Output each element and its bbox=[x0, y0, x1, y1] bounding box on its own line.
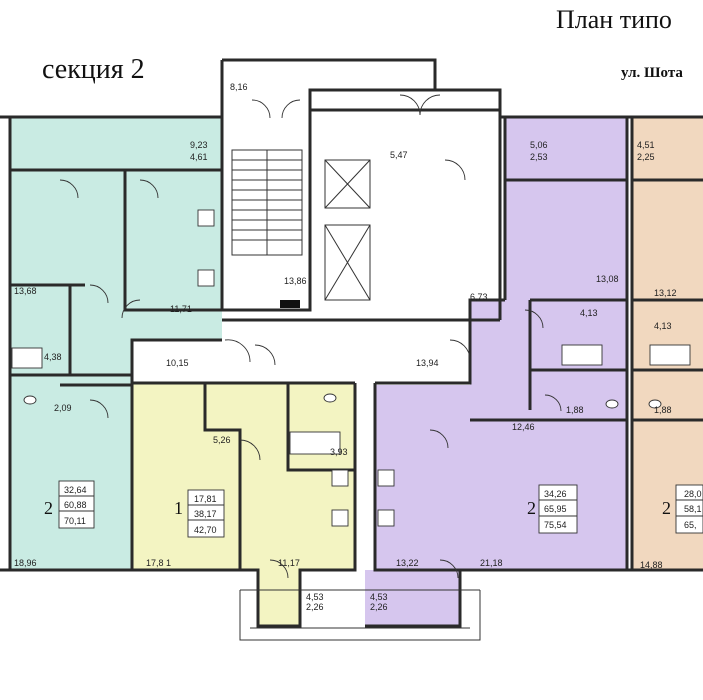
living-area: 17,81 bbox=[194, 494, 217, 504]
area-excl-balcony: 58,1 bbox=[684, 504, 702, 514]
area-label: 1,88 bbox=[654, 405, 672, 415]
apartment-yellow-summary: 1 17,81 38,17 42,70 bbox=[174, 489, 225, 538]
room-count: 2 bbox=[527, 498, 536, 518]
area-label: 13,68 bbox=[14, 286, 37, 296]
toilet-3 bbox=[605, 399, 619, 409]
bathtub-yellow bbox=[289, 431, 341, 455]
stairs bbox=[232, 150, 302, 255]
area-label: 4,38 bbox=[44, 352, 62, 362]
area-excl-balcony: 60,88 bbox=[64, 500, 87, 510]
walls bbox=[0, 58, 703, 641]
sink-yellow bbox=[331, 469, 349, 487]
room-count: 1 bbox=[174, 498, 183, 518]
core-wall bbox=[220, 60, 502, 320]
yellow-interior-walls bbox=[130, 383, 357, 628]
area-label: 10,15 bbox=[166, 358, 189, 368]
area-label: 18,96 bbox=[14, 558, 37, 568]
area-label: 2,25 bbox=[637, 152, 655, 162]
room-count: 2 bbox=[44, 498, 53, 518]
area-excl-balcony: 38,17 bbox=[194, 509, 217, 519]
total-area: 65, bbox=[684, 520, 697, 530]
stove-teal bbox=[197, 209, 215, 227]
elevator-2 bbox=[324, 224, 371, 301]
area-label: 13,12 bbox=[654, 288, 677, 298]
summary-box bbox=[675, 484, 703, 534]
area-label: 2,09 bbox=[54, 403, 72, 413]
stove-yellow bbox=[331, 509, 349, 527]
stove-purple bbox=[377, 509, 395, 527]
area-label: 4,13 bbox=[580, 308, 598, 318]
area-label: 2,26 bbox=[306, 602, 324, 612]
fixtures bbox=[11, 209, 691, 527]
area-label: 13,22 bbox=[396, 558, 419, 568]
summary-box bbox=[187, 489, 225, 538]
area-label: 14,88 bbox=[640, 560, 663, 570]
apartment-orange-summary: 2 28,0 58,1 65, bbox=[662, 484, 703, 534]
living-area: 34,26 bbox=[544, 489, 567, 499]
toilet-4 bbox=[648, 399, 662, 409]
area-label: 9,23 bbox=[190, 140, 208, 150]
doors bbox=[59, 94, 562, 579]
area-label: 21,18 bbox=[480, 558, 503, 568]
total-area: 42,70 bbox=[194, 525, 217, 535]
area-label: 12,46 bbox=[512, 422, 535, 432]
summary-box bbox=[538, 484, 578, 534]
area-label: 8,16 bbox=[230, 82, 248, 92]
sink-teal bbox=[197, 269, 215, 287]
area-label: 13,94 bbox=[416, 358, 439, 368]
area-label: 2,26 bbox=[370, 602, 388, 612]
area-label: 11,71 bbox=[170, 304, 192, 314]
area-excl-balcony: 65,95 bbox=[544, 504, 567, 514]
living-area: 28,0 bbox=[684, 489, 702, 499]
apartment-teal-fill bbox=[10, 117, 222, 570]
area-label: 5,06 bbox=[530, 140, 548, 150]
area-label: 13,08 bbox=[596, 274, 619, 284]
area-label: 5,26 bbox=[213, 435, 231, 445]
area-label: 2,53 bbox=[530, 152, 548, 162]
area-label: 1,88 bbox=[566, 405, 584, 415]
apartment-orange-fill bbox=[632, 117, 703, 570]
toilet-1 bbox=[23, 395, 37, 405]
living-area: 32,64 bbox=[64, 485, 87, 495]
balcony-lines bbox=[239, 589, 481, 641]
area-label: 13,86 bbox=[284, 276, 307, 286]
area-label: 4,53 bbox=[370, 592, 388, 602]
area-label: 5,47 bbox=[390, 150, 408, 160]
area-label: 3,93 bbox=[330, 447, 348, 457]
bathtub-teal bbox=[11, 347, 43, 369]
area-label: 6,73 bbox=[470, 292, 488, 302]
area-label: 4,53 bbox=[306, 592, 324, 602]
summary-box bbox=[58, 480, 95, 529]
area-labels: 8,16 9,23 4,61 5,47 5,06 2,53 4,51 2,25 … bbox=[14, 82, 677, 612]
area-label: 4,51 bbox=[637, 140, 655, 150]
toilet-2 bbox=[323, 393, 337, 403]
purple-interior-walls bbox=[365, 117, 629, 628]
elevator-1 bbox=[324, 159, 371, 209]
shaft-black bbox=[280, 300, 300, 308]
apartment-purple-summary: 2 34,26 65,95 75,54 bbox=[527, 484, 578, 534]
outer-wall-top bbox=[0, 58, 703, 119]
room-count: 2 bbox=[662, 498, 671, 518]
plan-title: План типо bbox=[556, 5, 672, 34]
sink-purple bbox=[377, 469, 395, 487]
area-label: 4,61 bbox=[190, 152, 208, 162]
area-label: 17,8 1 bbox=[146, 558, 171, 568]
street-label: ул. Шота bbox=[621, 65, 683, 81]
bathtub-purple bbox=[561, 344, 603, 366]
area-label: 11,17 bbox=[278, 558, 300, 568]
apartment-teal-summary: 2 32,64 60,88 70,11 bbox=[44, 480, 95, 529]
corridor-walls bbox=[130, 298, 505, 385]
total-area: 70,11 bbox=[64, 516, 86, 526]
section-label: секция 2 bbox=[42, 54, 145, 85]
total-area: 75,54 bbox=[544, 520, 567, 530]
bathtub-orange bbox=[649, 344, 691, 366]
area-label: 4,13 bbox=[654, 321, 672, 331]
